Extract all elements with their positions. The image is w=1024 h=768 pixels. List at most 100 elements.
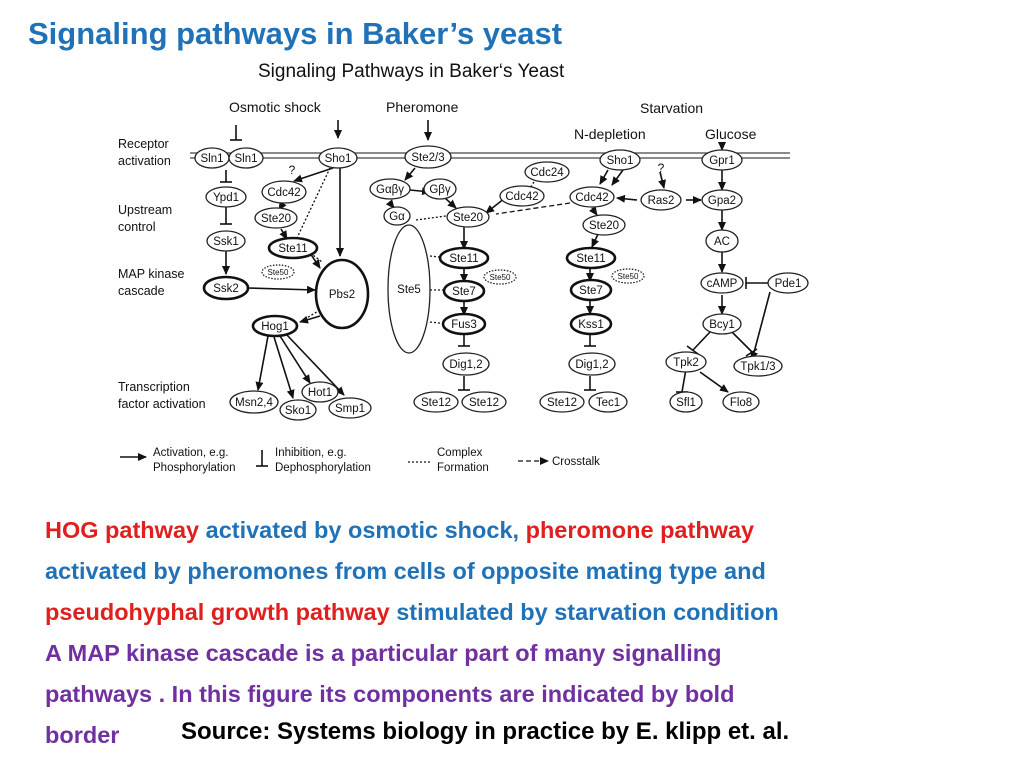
caption: HOG pathway activated by osmotic shock, … <box>45 510 1005 756</box>
svg-text:Ste11: Ste11 <box>576 253 605 265</box>
svg-text:Tpk2: Tpk2 <box>673 357 699 369</box>
svg-text:Gα: Gα <box>389 211 405 223</box>
node-g-beta-gamma: Gβγ <box>423 178 457 200</box>
svg-text:Sho1: Sho1 <box>325 153 352 165</box>
node-ste11-a: Ste11 <box>267 236 319 260</box>
svg-text:Ste5: Ste5 <box>397 284 421 296</box>
legend-inhibition-label: Inhibition, e.g. <box>275 447 347 459</box>
node-smp1: Smp1 <box>328 397 372 419</box>
caption-text: activated by osmotic shock, <box>199 517 526 543</box>
svg-text:Sfl1: Sfl1 <box>676 397 696 409</box>
caption-text: A MAP kinase cascade is a particular par… <box>45 640 722 666</box>
svg-text:Gαβγ: Gαβγ <box>376 184 404 196</box>
node-bcy1: Bcy1 <box>702 313 742 335</box>
svg-text:Ste2/3: Ste2/3 <box>411 152 444 164</box>
node-tpk2: Tpk2 <box>665 351 707 373</box>
stimulus-n-depletion: N-depletion <box>574 126 646 142</box>
svg-text:Smp1: Smp1 <box>335 403 365 415</box>
node-kss1: Kss1 <box>569 312 613 336</box>
svg-text:Sln1: Sln1 <box>200 153 223 165</box>
caption-text: activated by pheromones from cells of op… <box>45 558 766 584</box>
node-ste2-3: Ste2/3 <box>404 145 452 169</box>
node-camp: cAMP <box>700 272 744 294</box>
stimulus-starvation: Starvation <box>640 100 703 116</box>
svg-text:Ste11: Ste11 <box>278 243 307 255</box>
legend-inhibition-label-2: Dephosphorylation <box>275 462 371 474</box>
svg-text:Ste20: Ste20 <box>261 213 291 225</box>
legend-crosstalk-label: Crosstalk <box>552 456 600 468</box>
svg-text:Ras2: Ras2 <box>648 195 675 207</box>
svg-text:Cdc42: Cdc42 <box>575 192 608 204</box>
svg-text:Ssk2: Ssk2 <box>213 283 239 295</box>
svg-text:Ste7: Ste7 <box>579 285 603 297</box>
node-hog1: Hog1 <box>251 314 299 338</box>
legend-complex-label-2: Formation <box>437 462 489 474</box>
node-g-alpha: Gα <box>383 206 411 226</box>
svg-text:Ste12: Ste12 <box>421 397 451 409</box>
node-fus3: Fus3 <box>441 312 487 336</box>
node-sln1-b: Sln1 <box>228 147 264 169</box>
caption-line-5: pathways . In this figure its components… <box>45 674 1005 715</box>
level-receptor-label: Receptor <box>118 137 169 151</box>
node-ste7-a: Ste7 <box>442 279 486 303</box>
pseudohyphal-pathway-term: pseudohyphal growth pathway <box>45 599 390 625</box>
node-ste11-c: Ste11 <box>565 246 617 270</box>
node-ssk1: Ssk1 <box>206 230 246 252</box>
node-sho1-a: Sho1 <box>318 147 358 169</box>
svg-text:Bcy1: Bcy1 <box>709 319 735 331</box>
svg-text:Ste12: Ste12 <box>547 397 577 409</box>
svg-text:Ste50: Ste50 <box>268 268 289 277</box>
node-ssk2: Ssk2 <box>202 275 250 301</box>
node-pde1: Pde1 <box>767 272 809 294</box>
svg-text:Ste12: Ste12 <box>469 397 499 409</box>
node-ste20-a: Ste20 <box>254 207 298 229</box>
caption-line-1: HOG pathway activated by osmotic shock, … <box>45 510 1005 551</box>
node-ste20-c: Ste20 <box>582 214 626 236</box>
node-sho1-b: Sho1 <box>599 149 641 171</box>
svg-text:Pbs2: Pbs2 <box>329 289 355 301</box>
svg-text:Dig1,2: Dig1,2 <box>449 359 482 371</box>
stimulus-pheromone: Pheromone <box>386 99 459 115</box>
svg-text:Gpr1: Gpr1 <box>709 155 735 167</box>
svg-text:Sln1: Sln1 <box>234 153 257 165</box>
node-ste7-b: Ste7 <box>569 278 613 302</box>
node-ste12-a: Ste12 <box>413 391 459 413</box>
svg-text:cAMP: cAMP <box>707 278 738 290</box>
svg-text:Ste20: Ste20 <box>589 220 619 232</box>
caption-line-3: pseudohyphal growth pathway stimulated b… <box>45 592 1005 633</box>
caption-line-2: activated by pheromones from cells of op… <box>45 551 1005 592</box>
svg-text:Tec1: Tec1 <box>596 397 620 409</box>
node-ste50-c: Ste50 <box>611 268 645 284</box>
legend-activation-label: Activation, e.g. <box>153 447 228 459</box>
node-ste12-b: Ste12 <box>461 391 507 413</box>
svg-text:AC: AC <box>714 236 730 248</box>
caption-line-6: border <box>45 715 1005 756</box>
svg-text:Fus3: Fus3 <box>451 319 477 331</box>
node-tec1: Tec1 <box>588 391 628 413</box>
legend-inhibition-icon <box>256 450 268 467</box>
node-g-alpha-beta-gamma: Gαβγ <box>369 178 411 200</box>
caption-text: border <box>45 722 120 748</box>
node-ste20-b: Ste20 <box>446 206 490 228</box>
caption-line-4: A MAP kinase cascade is a particular par… <box>45 633 1005 674</box>
node-sko1: Sko1 <box>279 399 317 421</box>
pheromone-pathway-term: pheromone pathway <box>525 517 755 543</box>
slide-title: Signaling pathways in Baker’s yeast <box>28 16 563 51</box>
level-upstream-label: Upstream <box>118 203 172 217</box>
caption-text: pathways . In this figure its components… <box>45 681 735 707</box>
svg-text:Cdc42: Cdc42 <box>267 187 300 199</box>
svg-text:Hog1: Hog1 <box>261 321 289 333</box>
stimulus-glucose: Glucose <box>705 126 757 142</box>
figure-title: Signaling Pathways in Baker‘s Yeast <box>258 61 565 82</box>
svg-text:Kss1: Kss1 <box>578 319 604 331</box>
level-mapk-label: MAP kinase <box>118 267 185 281</box>
node-sln1-a: Sln1 <box>194 147 230 169</box>
node-msn2-4: Msn2,4 <box>229 390 279 414</box>
legend-complex-label: Complex <box>437 447 483 459</box>
level-tf-label-2: factor activation <box>118 397 206 411</box>
node-gpa2: Gpa2 <box>701 189 743 211</box>
svg-text:Msn2,4: Msn2,4 <box>235 397 273 409</box>
svg-text:Pde1: Pde1 <box>775 278 802 290</box>
level-labels: Receptor activation Upstream control MAP… <box>118 137 206 411</box>
svg-text:Tpk1/3: Tpk1/3 <box>740 361 775 373</box>
